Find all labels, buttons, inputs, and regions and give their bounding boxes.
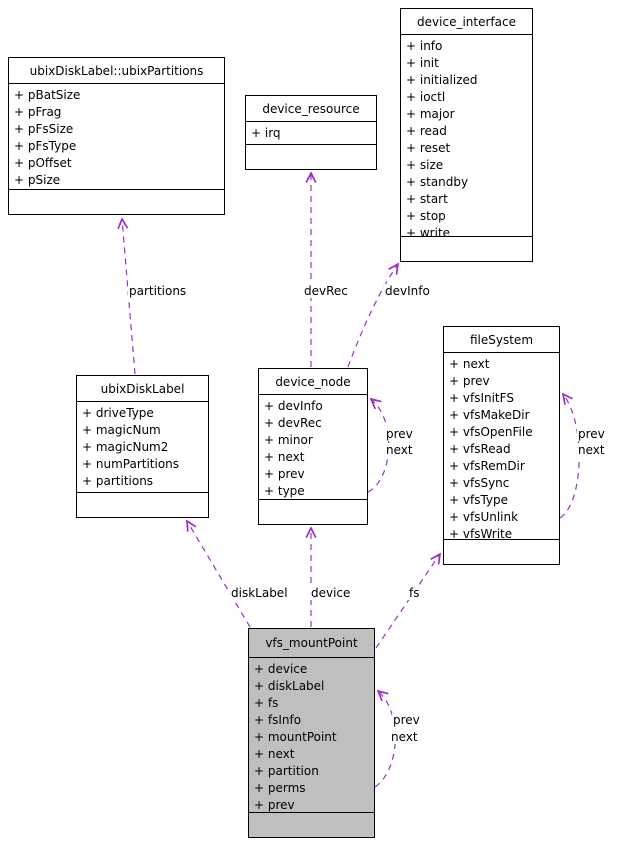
class-field: + pSize	[14, 173, 61, 187]
class-field: + reset	[406, 141, 451, 155]
class-box-ubixpartitions[interactable]: ubixDiskLabel::ubixPartitions + pBatSize…	[8, 57, 225, 215]
edge-label-vfs-next: next	[390, 730, 419, 744]
class-fields: + pBatSize + pFrag + pFsSize + pFsType + pOf…	[9, 83, 224, 190]
class-field: + initialized	[406, 73, 478, 87]
class-methods-empty	[259, 500, 367, 524]
class-box-device-resource[interactable]: device_resource + irq	[245, 95, 377, 170]
class-methods-empty	[77, 493, 208, 517]
edge-label-disklabel: diskLabel	[230, 586, 289, 600]
class-field: + prev	[264, 467, 305, 481]
class-methods-empty	[401, 237, 532, 261]
class-field: + minor	[264, 433, 313, 447]
class-box-device-node[interactable]: device_node + devInfo + devRec + minor + ne…	[258, 368, 368, 525]
edge-label-device: device	[310, 586, 352, 600]
class-fields: + info + init + initialized + ioctl + major +…	[401, 34, 532, 237]
class-title[interactable]: device_node	[275, 374, 351, 389]
class-field: + magicNum2	[82, 440, 169, 454]
class-field: + write	[406, 226, 451, 237]
class-field: + numPartitions	[82, 457, 180, 471]
class-field: + vfsRemDir	[449, 459, 525, 473]
class-field: + fs	[254, 696, 279, 710]
class-field: + info	[406, 39, 443, 53]
class-fields: + device + diskLabel + fs + fsInfo + mountPo…	[249, 657, 374, 813]
class-field: + vfsType	[449, 493, 509, 507]
class-field: + stop	[406, 209, 446, 223]
class-field: + device	[254, 662, 308, 676]
class-title: vfs_mountPoint	[265, 636, 358, 650]
class-title[interactable]: device_resource	[262, 101, 360, 116]
class-title[interactable]: fileSystem	[469, 332, 534, 347]
class-methods-empty	[246, 145, 376, 169]
edge-disklabel	[187, 521, 251, 628]
class-title[interactable]: ubixDiskLabel::ubixPartitions	[29, 63, 204, 78]
class-field: + next	[449, 357, 490, 371]
class-field: + vfsUnlink	[449, 510, 519, 524]
class-field: + pFsType	[14, 139, 77, 153]
class-field: + perms	[254, 781, 306, 795]
class-field: + diskLabel	[254, 679, 325, 693]
class-field: + init	[406, 56, 439, 70]
class-field: + mountPoint	[254, 730, 337, 744]
class-field: + vfsRead	[449, 442, 511, 456]
edge-label-partitions: partitions	[128, 284, 188, 298]
edge-fs	[375, 554, 440, 649]
class-field: + prev	[449, 374, 490, 388]
class-field: + devInfo	[264, 399, 323, 413]
class-field: + pFrag	[14, 105, 62, 119]
class-field: + ioctl	[406, 90, 446, 104]
class-title[interactable]: device_interface	[417, 14, 516, 29]
class-field: + pBatSize	[14, 88, 81, 102]
edge-filesystem-self-loop	[559, 394, 580, 519]
edge-label-device-node-next: next	[385, 443, 414, 457]
class-field: + pFsSize	[14, 122, 74, 136]
class-box-vfs-mountpoint: vfs_mountPoint + device+ diskLabel+ fs+ …	[248, 628, 375, 838]
class-box-ubixdisklabel[interactable]: ubixDiskLabel + driveType + magicNum + mag…	[76, 375, 209, 518]
class-methods-empty	[9, 190, 224, 214]
edge-label-devinfo: devInfo	[384, 284, 431, 298]
class-field: + partitions	[82, 474, 154, 488]
edge-label-device-node-prev: prev	[385, 427, 414, 441]
class-box-device-interface[interactable]: device_interface + info + init + initializ…	[400, 8, 533, 262]
class-field: + standby	[406, 175, 469, 189]
edge-label-fs: fs	[408, 586, 421, 600]
class-field: + vfsOpenFile	[449, 425, 533, 439]
class-fields: + irq	[246, 121, 376, 145]
class-box-filesystem[interactable]: fileSystem + next + prev + vfsInitFS + vfsM…	[443, 326, 560, 565]
class-field: + major	[406, 107, 455, 121]
class-field: + partition	[254, 764, 319, 778]
class-field: + next	[264, 450, 305, 464]
class-methods-empty	[444, 540, 559, 564]
class-field: + irq	[251, 126, 281, 140]
edge-devinfo	[347, 264, 398, 368]
class-field: + prev	[254, 798, 295, 812]
class-field: + vfsMakeDir	[449, 408, 530, 422]
class-field: + type	[264, 484, 305, 498]
class-field: + magicNum	[82, 423, 161, 437]
class-field: + pOffset	[14, 156, 72, 170]
class-field: + fsInfo	[254, 713, 302, 727]
class-field: + driveType	[82, 406, 154, 420]
class-fields: + devInfo + devRec + minor + next + prev + ty…	[259, 394, 367, 500]
class-field: + read	[406, 124, 447, 138]
class-title[interactable]: ubixDiskLabel	[100, 381, 185, 396]
edge-label-devrec: devRec	[303, 284, 349, 298]
class-methods-empty	[249, 813, 374, 837]
class-fields: + next + prev + vfsInitFS + vfsMakeDir + vfs…	[444, 352, 559, 540]
edge-label-filesystem-prev: prev	[577, 427, 606, 441]
class-field: + start	[406, 192, 448, 206]
class-field: + vfsSync	[449, 476, 510, 490]
class-fields: + driveType + magicNum + magicNum2 + numPar…	[77, 401, 208, 493]
class-field: + vfsWrite	[449, 527, 513, 540]
class-field: + next	[254, 747, 295, 761]
class-field: + vfsInitFS	[449, 391, 514, 405]
edge-label-vfs-prev: prev	[392, 713, 421, 727]
class-field: + devRec	[264, 416, 322, 430]
edge-label-filesystem-next: next	[577, 443, 606, 457]
class-field: + size	[406, 158, 444, 172]
